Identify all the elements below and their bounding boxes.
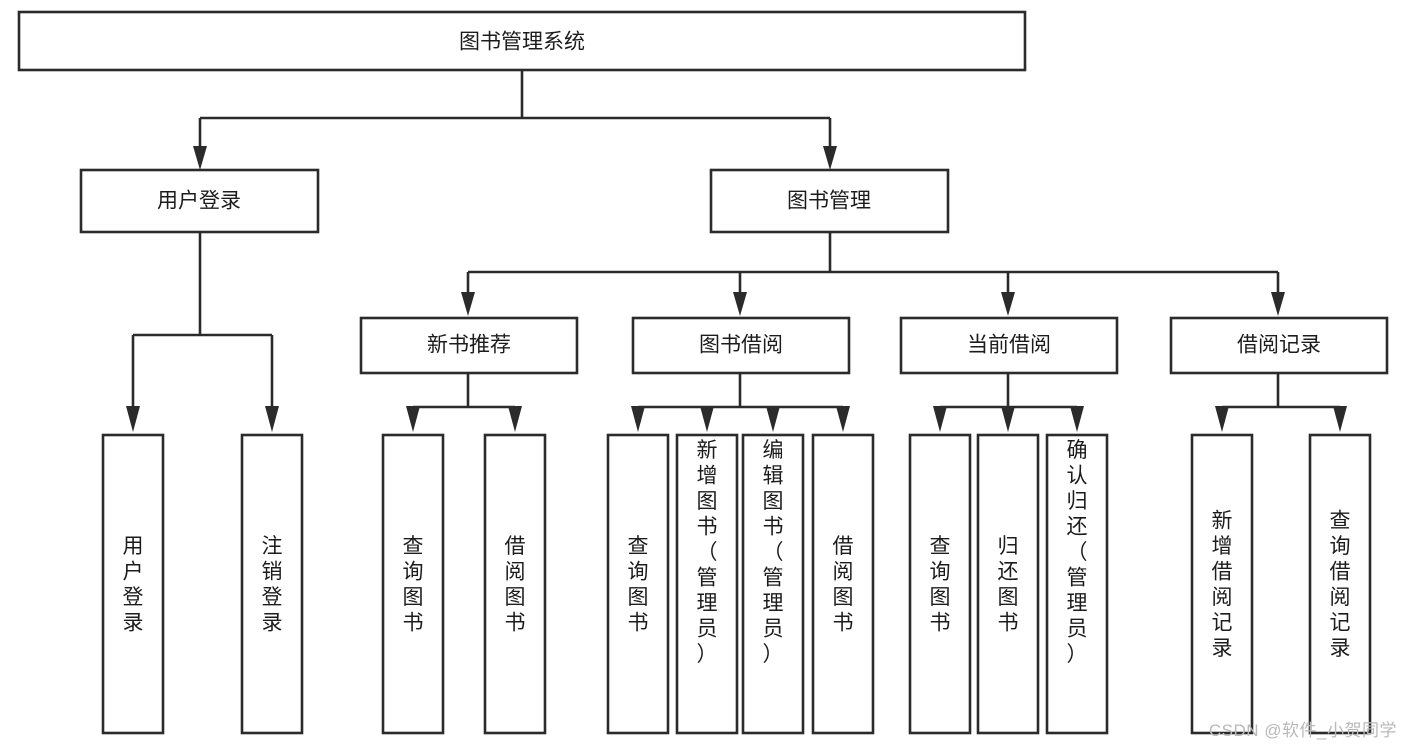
leaf-add-record-box[interactable] — [1190, 433, 1254, 735]
leaf-node[interactable]: 确认归还（管理员） — [1045, 433, 1109, 735]
node-new-book-recommend-box[interactable] — [359, 316, 579, 375]
arrow-head-book-manage — [823, 146, 837, 170]
node-book-borrow-label: 图书借阅 — [699, 334, 783, 357]
arrow-head-current-borrow — [1001, 292, 1015, 316]
arrow-head-current-borrow-leaf-1 — [1001, 406, 1015, 432]
leaf-logout-label: 注销登录 — [262, 535, 283, 635]
arrow-head-user-login — [193, 146, 207, 170]
leaf-node[interactable]: 查询借阅记录 — [1308, 433, 1372, 735]
arrow-head-borrow-record-leaf-1 — [1333, 406, 1347, 432]
arrow-head-book-borrow-leaf-0 — [631, 406, 645, 432]
leaf-add-record-label: 新增借阅记录 — [1212, 509, 1233, 660]
arrow-head-new-book-leaf-1 — [508, 406, 522, 432]
arrow-head-book-borrow — [733, 292, 747, 316]
node-book-manage-box[interactable] — [709, 168, 950, 234]
leaf-node[interactable]: 查询图书 — [908, 433, 972, 735]
leaf-borrow-book-nb-box[interactable] — [483, 433, 547, 735]
leaf-node[interactable]: 新增图书（管理员） — [675, 433, 739, 735]
leaf-query-book-cb-box[interactable] — [908, 433, 972, 735]
leaf-user-login-box[interactable] — [101, 433, 165, 735]
node-user-login[interactable]: 用户登录 — [79, 168, 320, 234]
node-borrow-record-label: 借阅记录 — [1237, 334, 1321, 357]
node-borrow-record-box[interactable] — [1169, 316, 1389, 375]
leaf-query-book-bb-label: 查询图书 — [628, 535, 649, 635]
leaf-add-book-label: 新增图书（管理员） — [697, 439, 718, 666]
node-new-book-recommend[interactable]: 新书推荐 — [359, 316, 579, 375]
node-current-borrow-label: 当前借阅 — [967, 334, 1051, 357]
node-user-login-box[interactable] — [79, 168, 320, 234]
connector-group — [126, 70, 1347, 432]
arrow-head-borrow-record-leaf-0 — [1215, 406, 1229, 432]
node-root[interactable]: 图书管理系统 — [17, 10, 1027, 72]
node-root-label: 图书管理系统 — [459, 31, 585, 54]
arrow-head-new-book-leaf-0 — [406, 406, 420, 432]
node-borrow-record[interactable]: 借阅记录 — [1169, 316, 1389, 375]
leaf-node[interactable]: 借阅图书 — [811, 433, 875, 735]
leaf-borrow-book-nb-label: 借阅图书 — [505, 535, 526, 635]
node-book-manage-label: 图书管理 — [787, 190, 871, 213]
leaf-return-book-label: 归还图书 — [998, 535, 1019, 635]
node-current-borrow[interactable]: 当前借阅 — [899, 316, 1119, 375]
arrow-head-user-login-leaf-1 — [265, 406, 279, 432]
leaf-node[interactable]: 注销登录 — [240, 433, 304, 735]
leaf-confirm-return-label: 确认归还（管理员） — [1067, 439, 1088, 666]
arrow-head-book-borrow-leaf-2 — [766, 406, 780, 432]
node-book-manage[interactable]: 图书管理 — [709, 168, 950, 234]
node-root-box[interactable] — [17, 10, 1027, 72]
arrow-head-new-book — [461, 292, 475, 316]
node-book-borrow-box[interactable] — [631, 316, 851, 375]
leaf-return-book-box[interactable] — [976, 433, 1040, 735]
node-book-borrow[interactable]: 图书借阅 — [631, 316, 851, 375]
leaf-node[interactable]: 查询图书 — [381, 433, 445, 735]
leaf-query-book-bb-box[interactable] — [606, 433, 670, 735]
leaf-logout-box[interactable] — [240, 433, 304, 735]
leaf-query-record-label: 查询借阅记录 — [1330, 509, 1351, 660]
arrow-head-user-login-leaf-0 — [126, 406, 140, 432]
leaf-borrow-book-bb-label: 借阅图书 — [833, 535, 854, 635]
leaf-node[interactable]: 编辑图书（管理员） — [741, 433, 805, 735]
leaf-borrow-book-bb-box[interactable] — [811, 433, 875, 735]
leaf-query-book-nb-box[interactable] — [381, 433, 445, 735]
leaf-user-login-label: 用户登录 — [123, 535, 144, 635]
leaf-confirm-return-box[interactable] — [1045, 433, 1109, 735]
node-current-borrow-box[interactable] — [899, 316, 1119, 375]
leaf-query-record-box[interactable] — [1308, 433, 1372, 735]
leaf-add-book-box[interactable] — [675, 433, 739, 735]
leaf-node[interactable]: 借阅图书 — [483, 433, 547, 735]
csdn-watermark: CSDN @软件_小贺同学 — [1208, 721, 1397, 740]
leaf-edit-book-label: 编辑图书（管理员） — [763, 439, 784, 666]
arrow-head-book-borrow-leaf-1 — [700, 406, 714, 432]
node-new-book-recommend-label: 新书推荐 — [427, 334, 511, 357]
leaf-query-book-cb-label: 查询图书 — [930, 535, 951, 635]
arrow-head-current-borrow-leaf-0 — [933, 406, 947, 432]
arrow-head-current-borrow-leaf-2 — [1070, 406, 1084, 432]
leaf-node[interactable]: 用户登录 — [101, 433, 165, 735]
arrow-head-book-borrow-leaf-3 — [836, 406, 850, 432]
leaf-node[interactable]: 新增借阅记录 — [1190, 433, 1254, 735]
leaf-node[interactable]: 查询图书 — [606, 433, 670, 735]
node-user-login-label: 用户登录 — [157, 190, 241, 213]
arrow-head-borrow-record — [1271, 292, 1285, 316]
leaf-node[interactable]: 归还图书 — [976, 433, 1040, 735]
leaf-query-book-nb-label: 查询图书 — [403, 535, 424, 635]
leaf-edit-book-box[interactable] — [741, 433, 805, 735]
